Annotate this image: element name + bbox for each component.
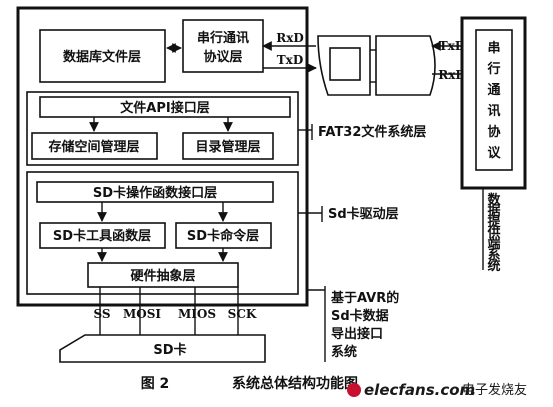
figure-title: 系统总体结构功能图 xyxy=(232,375,358,392)
sd-cmd-label: SD卡命令层 xyxy=(187,228,259,244)
provider-char-3: 供 xyxy=(486,225,500,241)
storage-mgmt-box xyxy=(31,132,158,160)
dir-mgmt-label: 目录管理层 xyxy=(195,139,260,155)
provider-char-6: 统 xyxy=(487,258,500,274)
rxd-label-left: RxD xyxy=(276,31,304,45)
sd-driver-label: Sd卡驱动层 xyxy=(328,206,399,222)
system-label-line-1: Sd卡数据 xyxy=(331,308,389,324)
system-label-line-0: 基于AVR的 xyxy=(330,290,399,306)
sd-card-shape xyxy=(59,334,266,363)
db-layer-box xyxy=(39,29,166,83)
right-protocol-char-4: 协 xyxy=(487,124,500,140)
rxd-label-right: RxD xyxy=(438,68,466,82)
sd-op-api-label: SD卡操作函数接口层 xyxy=(93,185,217,201)
right-protocol-box xyxy=(475,29,513,171)
db-layer-label: 数据库文件层 xyxy=(63,49,141,65)
sd-op-api-box xyxy=(36,181,274,203)
sd-tools-label: SD卡工具函数层 xyxy=(53,228,151,244)
right-protocol-char-1: 行 xyxy=(486,61,500,77)
hal-label: 硬件抽象层 xyxy=(130,268,195,284)
provider-char-0: 数 xyxy=(487,192,501,208)
serial-protocol-label-2: 协议层 xyxy=(203,49,242,65)
system-label-line-2: 导出接口 xyxy=(331,326,383,342)
provider-char-1: 据 xyxy=(487,203,500,219)
watermark: elecfans.com 电子发烧友 xyxy=(347,381,527,399)
dir-mgmt-box xyxy=(182,132,274,160)
serial-protocol-label-1: 串行通讯 xyxy=(197,30,249,46)
fat32-label: FAT32文件系统层 xyxy=(318,124,426,140)
storage-mgmt-label: 存储空间管理层 xyxy=(48,139,139,155)
sig-ss-label: SS xyxy=(93,307,110,321)
txd-label-right: TxD xyxy=(439,39,466,53)
sd-card-label: SD卡 xyxy=(153,342,186,358)
right-protocol-char-0: 串 xyxy=(487,40,500,56)
right-protocol-char-5: 议 xyxy=(487,145,501,161)
provider-char-4: 端 xyxy=(487,236,500,252)
sig-mosi-label: MOSI xyxy=(123,307,161,321)
watermark-logo-icon xyxy=(347,383,361,397)
serial-connector xyxy=(317,35,436,96)
file-api-label: 文件API接口层 xyxy=(120,100,209,116)
serial-protocol-box xyxy=(182,19,264,73)
watermark-brand: elecfans.com xyxy=(364,381,475,399)
sig-sck-label: SCK xyxy=(228,307,257,321)
sd-tools-box xyxy=(39,222,166,249)
provider-char-2: 提 xyxy=(487,214,501,230)
provider-char-5: 系 xyxy=(487,247,500,263)
watermark-cn: 电子发烧友 xyxy=(462,382,527,398)
sig-miso-label: MIOS xyxy=(178,307,216,321)
hal-box xyxy=(87,262,239,288)
txd-label-left: TxD xyxy=(277,53,304,67)
right-protocol-char-2: 通 xyxy=(487,82,500,98)
system-label-line-3: 系统 xyxy=(331,344,357,360)
file-api-box xyxy=(39,96,291,118)
sd-cmd-box xyxy=(175,222,272,249)
right-protocol-char-3: 讯 xyxy=(487,104,500,119)
figure-number: 图 2 xyxy=(141,376,170,392)
